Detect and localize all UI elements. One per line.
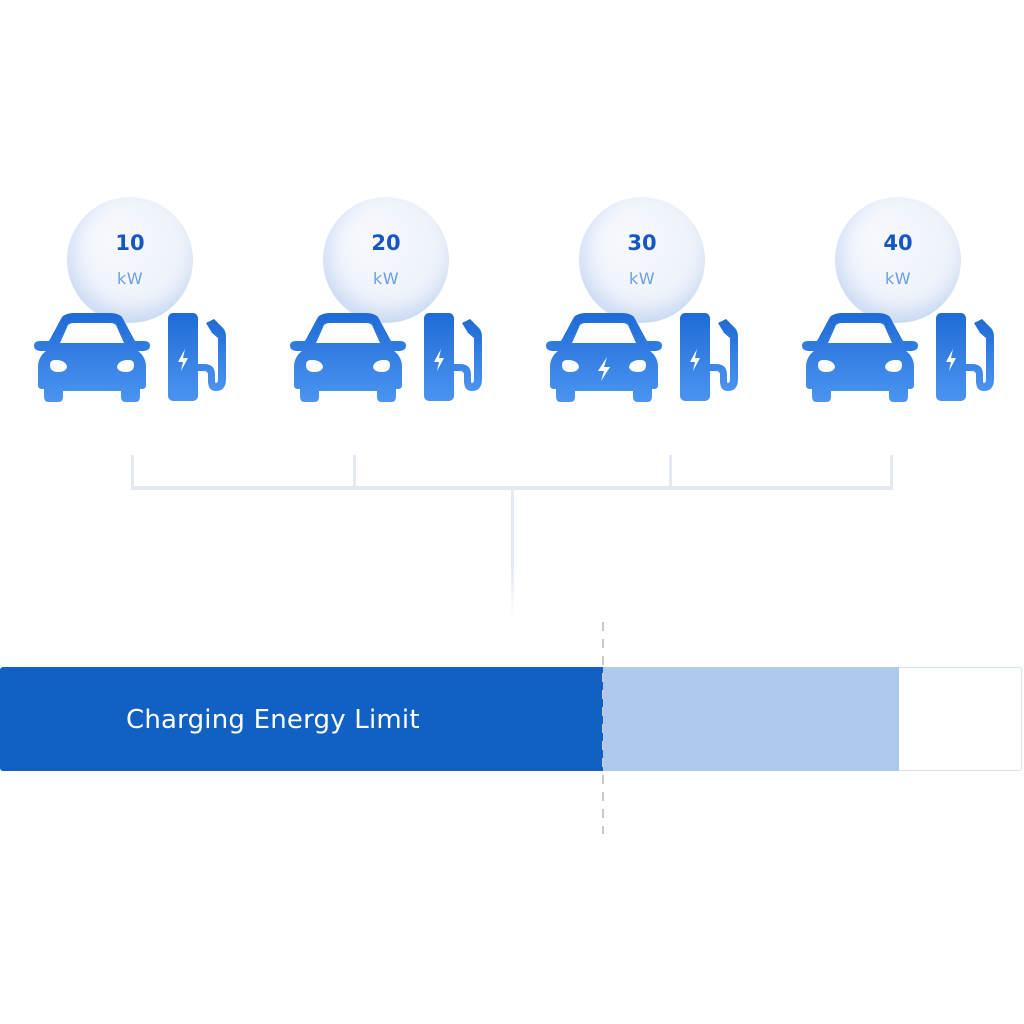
power-value: 30 [627,231,657,255]
energy-free-segment [899,667,1022,771]
charger-icon [680,313,738,401]
charger-icon [168,313,226,401]
charger-icon [424,313,482,401]
connector-tick-1 [131,455,134,489]
connector-drop [511,489,514,619]
bolt-icon [598,357,610,381]
power-bubble: 20 kW [323,197,449,323]
charging-station-3: 30 kW [544,195,774,405]
energy-limit-label: Charging Energy Limit [126,705,420,735]
charging-station-4: 40 kW [800,195,1024,405]
power-unit: kW [116,269,144,288]
charger-icon [936,313,994,401]
power-unit: kW [628,269,656,288]
connector-tick-2 [353,455,356,489]
power-bubble: 10 kW [67,197,193,323]
power-value: 20 [371,231,401,255]
power-unit: kW [884,269,912,288]
electric-car-icon [290,313,406,402]
connector-tick-3 [669,455,672,489]
connector-tick-4 [890,455,893,489]
charging-station-1: 10 kW [32,195,262,405]
connector-horizontal [131,486,893,490]
power-value: 40 [883,231,913,255]
power-bubble: 30 kW [579,197,705,323]
electric-car-icon [546,313,662,402]
electric-car-icon [802,313,918,402]
power-unit: kW [372,269,400,288]
energy-used-segment [0,667,603,771]
charging-station-2: 20 kW [288,195,518,405]
power-value: 10 [115,231,145,255]
limit-marker-dashed-line [602,622,604,834]
energy-available-segment [603,667,899,771]
electric-car-icon [34,313,150,402]
power-bubble: 40 kW [835,197,961,323]
